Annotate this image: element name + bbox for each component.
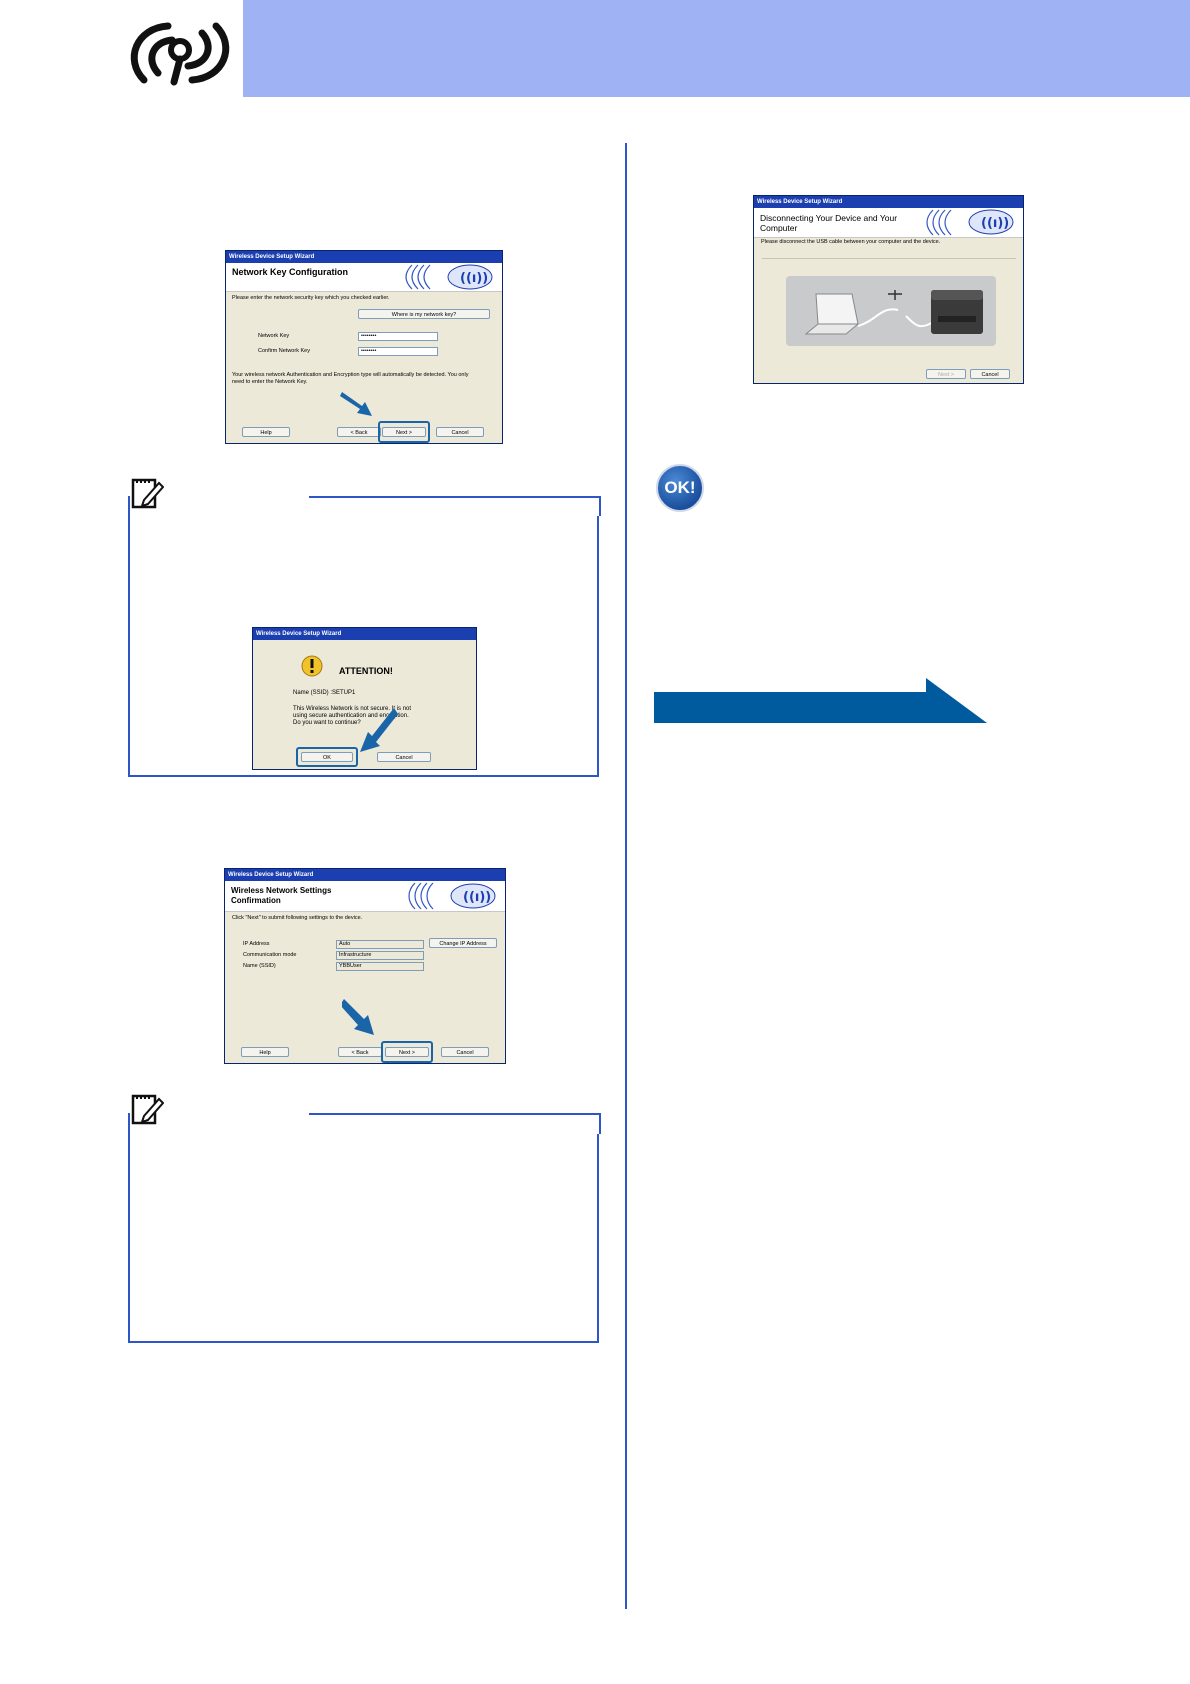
- arrow-pointer-icon: [342, 999, 374, 1035]
- info-text-line1: Your wireless network Authentication and…: [232, 372, 469, 378]
- note-box-right-edge: [599, 496, 601, 516]
- dialog-title-bar: Wireless Device Setup Wizard: [225, 869, 505, 881]
- help-button[interactable]: Help: [241, 1047, 289, 1057]
- cancel-button[interactable]: Cancel: [441, 1047, 489, 1057]
- wireless-banner-icon: ((ı)): [405, 881, 505, 911]
- dialog-banner: Wireless Network Settings Confirmation (…: [225, 881, 505, 912]
- network-key-field[interactable]: ••••••••: [358, 332, 438, 341]
- ssid-value: YBBUser: [336, 962, 424, 971]
- note-top-line: [309, 1113, 599, 1115]
- network-key-dialog: Wireless Device Setup Wizard Network Key…: [225, 250, 503, 444]
- note-box-left-edge: [128, 496, 130, 516]
- dialog-heading: Network Key Configuration: [232, 267, 349, 277]
- info-text-line2: need to enter the Network Key.: [232, 379, 308, 385]
- note-top-line: [309, 496, 599, 498]
- dialog-heading-line1: Wireless Network Settings: [231, 886, 332, 895]
- column-divider: [625, 143, 627, 1609]
- next-button-highlight: [378, 421, 430, 443]
- ip-address-value: Auto: [336, 940, 424, 949]
- message-line1: This Wireless Network is not secure. It …: [293, 706, 412, 712]
- next-button[interactable]: Next >: [385, 1047, 429, 1057]
- back-button[interactable]: < Back: [338, 1047, 382, 1057]
- network-key-label: Network Key: [258, 333, 290, 339]
- continue-arrow-icon: [654, 678, 987, 723]
- dialog-title-bar: Wireless Device Setup Wizard: [253, 628, 476, 640]
- disconnect-dialog: Wireless Device Setup Wizard Disconnecti…: [753, 195, 1024, 384]
- arrow-pointer-icon: [340, 392, 372, 416]
- cancel-button[interactable]: Cancel: [970, 369, 1010, 379]
- svg-text:((ı)): ((ı)): [463, 890, 491, 905]
- svg-text:((ı)): ((ı)): [981, 216, 1009, 231]
- note-icon: [131, 478, 164, 509]
- wireless-logo-icon: [130, 22, 230, 86]
- ok-button-highlight: [296, 747, 358, 767]
- back-button[interactable]: < Back: [337, 427, 381, 437]
- dialog-instruction: Please enter the network security key wh…: [232, 295, 390, 301]
- warning-icon: [301, 655, 323, 677]
- ok-badge: OK!: [656, 464, 704, 512]
- wireless-banner-icon: ((ı)): [923, 208, 1023, 237]
- note-box: [128, 1113, 601, 1343]
- confirm-network-key-label: Confirm Network Key: [258, 348, 310, 354]
- confirmation-dialog: Wireless Device Setup Wizard Wireless Ne…: [224, 868, 506, 1064]
- dialog-title-bar: Wireless Device Setup Wizard: [754, 196, 1023, 208]
- change-ip-address-button[interactable]: Change IP Address: [429, 938, 497, 948]
- dialog-heading-line1: Disconnecting Your Device and Your: [760, 213, 898, 223]
- attention-dialog: Wireless Device Setup Wizard ATTENTION! …: [252, 627, 477, 770]
- next-button-highlight: [381, 1041, 433, 1063]
- dialog-instruction: Please disconnect the USB cable between …: [761, 239, 941, 245]
- dialog-heading-line2: Confirmation: [231, 896, 281, 905]
- dialog-heading-line2: Computer: [760, 223, 798, 233]
- dialog-instruction: Click "Next" to submit following setting…: [232, 915, 363, 921]
- header-band: [243, 0, 1190, 97]
- dialog-banner: Disconnecting Your Device and Your Compu…: [754, 208, 1023, 238]
- wireless-banner-icon: ((ı)): [402, 263, 502, 291]
- svg-text:((ı)): ((ı)): [460, 271, 488, 286]
- note-box-right-edge: [599, 1113, 601, 1134]
- note-icon: [131, 1094, 164, 1125]
- attention-heading: ATTENTION!: [339, 666, 393, 676]
- ssid-label: Name (SSID): [243, 963, 276, 969]
- communication-mode-value: Infrastructure: [336, 951, 424, 960]
- next-button[interactable]: Next >: [382, 427, 426, 437]
- note-box: [128, 496, 601, 777]
- dialog-banner: Network Key Configuration ((ı)): [226, 263, 502, 292]
- next-button-disabled[interactable]: Next >: [926, 369, 966, 379]
- usb-disconnect-illustration: [786, 276, 996, 346]
- message-line3: Do you want to continue?: [293, 720, 361, 726]
- arrow-pointer-icon: [360, 708, 398, 752]
- cancel-button[interactable]: Cancel: [436, 427, 484, 437]
- communication-mode-label: Communication mode: [243, 952, 297, 958]
- dialog-title-bar: Wireless Device Setup Wizard: [226, 251, 502, 263]
- confirm-network-key-field[interactable]: ••••••••: [358, 347, 438, 356]
- message-line2: using secure authentication and encrypti…: [293, 713, 409, 719]
- where-is-network-key-button[interactable]: Where is my network key?: [358, 309, 490, 319]
- note-box-left-edge: [128, 1113, 130, 1134]
- ok-button[interactable]: OK: [301, 752, 353, 762]
- ip-address-label: IP Address: [243, 941, 270, 947]
- cancel-button[interactable]: Cancel: [377, 752, 431, 762]
- help-button[interactable]: Help: [242, 427, 290, 437]
- separator: [762, 258, 1016, 259]
- ssid-line: Name (SSID) :SETUP1: [293, 690, 356, 696]
